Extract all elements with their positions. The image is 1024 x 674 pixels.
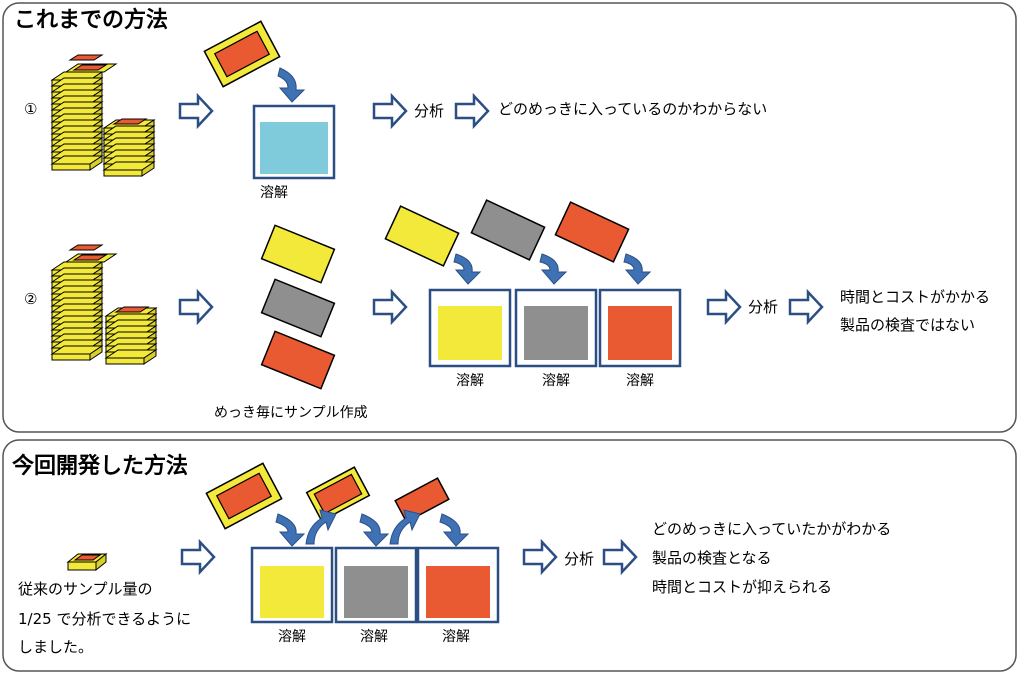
- arrow-outline: [178, 288, 214, 326]
- dissolve-label: 溶解: [456, 373, 484, 389]
- drop-arrow: [623, 253, 652, 285]
- drop-arrow: [539, 253, 568, 285]
- note-line-3: しました。: [18, 638, 94, 656]
- result-text-new-line1: どのめっきに入っていたかがわかる: [652, 520, 892, 538]
- dissolve-label: 溶解: [626, 373, 654, 389]
- drop-arrow: [453, 253, 482, 285]
- new-method-title: 今回開発した方法: [12, 454, 189, 479]
- arrow-outline: [454, 92, 490, 130]
- note-line-2: 1/25 で分析できるように: [18, 610, 192, 628]
- drop-arrow: [275, 513, 306, 547]
- solution-new-yellow: [260, 566, 324, 618]
- arrow-outline: [178, 92, 214, 130]
- solution-gray: [524, 306, 588, 360]
- tilted-chip-stripped: [305, 466, 371, 522]
- arrow-outline: [602, 538, 638, 576]
- arrow-outline: [522, 538, 558, 576]
- tilted-chip-single: [203, 20, 281, 88]
- row-marker-2: ②: [24, 290, 38, 308]
- dissolve-label: 溶解: [442, 629, 470, 645]
- solution-orange: [608, 306, 672, 360]
- solution-yellow: [438, 306, 502, 360]
- sample-orange: [260, 330, 336, 390]
- arrow-outline: [706, 288, 742, 326]
- result-text-row1: どのめっきに入っているのかわからない: [498, 100, 768, 118]
- tilted-sample-yellow: [384, 205, 460, 267]
- dissolve-label: 溶解: [260, 185, 288, 201]
- arrow-outline: [180, 538, 216, 576]
- sample-gray: [260, 278, 336, 338]
- result-text-new-line3: 時間とコストが抑えられる: [652, 578, 833, 596]
- drop-arrow: [277, 67, 306, 103]
- previous-method-title: これまでの方法: [14, 8, 169, 33]
- solution-new-gray: [344, 566, 408, 618]
- note-line-1: 従来のサンプル量の: [18, 580, 153, 598]
- solution-blue: [260, 122, 328, 174]
- analysis-label: 分析: [414, 102, 445, 120]
- chip-stack-2: [51, 244, 157, 365]
- tilted-sample-gray: [470, 199, 546, 261]
- dissolve-label: 溶解: [542, 373, 570, 389]
- small-chip: [66, 552, 108, 572]
- tilted-chip-main: [205, 462, 283, 530]
- lift-arrow: [389, 509, 421, 545]
- arrow-outline: [788, 288, 824, 326]
- result-text-row2-line2: 製品の検査ではない: [840, 316, 976, 334]
- arrow-outline: [372, 92, 408, 130]
- sample-yellow: [260, 224, 336, 284]
- sample-caption: めっき毎にサンプル作成: [214, 405, 368, 421]
- row-marker-1: ①: [24, 100, 38, 118]
- dissolve-label: 溶解: [360, 629, 388, 645]
- chip-stack-1: [51, 54, 155, 177]
- drop-arrow: [359, 513, 390, 547]
- dissolve-label: 溶解: [278, 629, 306, 645]
- lift-arrow: [305, 509, 337, 545]
- arrow-outline: [372, 288, 408, 326]
- solution-new-orange: [426, 566, 490, 618]
- drop-arrow: [439, 513, 470, 547]
- analysis-label: 分析: [748, 298, 779, 316]
- analysis-label: 分析: [564, 550, 595, 568]
- result-text-new-line2: 製品の検査となる: [652, 549, 772, 567]
- result-text-row2-line1: 時間とコストがかかる: [840, 288, 991, 306]
- tilted-sample-orange: [554, 201, 630, 263]
